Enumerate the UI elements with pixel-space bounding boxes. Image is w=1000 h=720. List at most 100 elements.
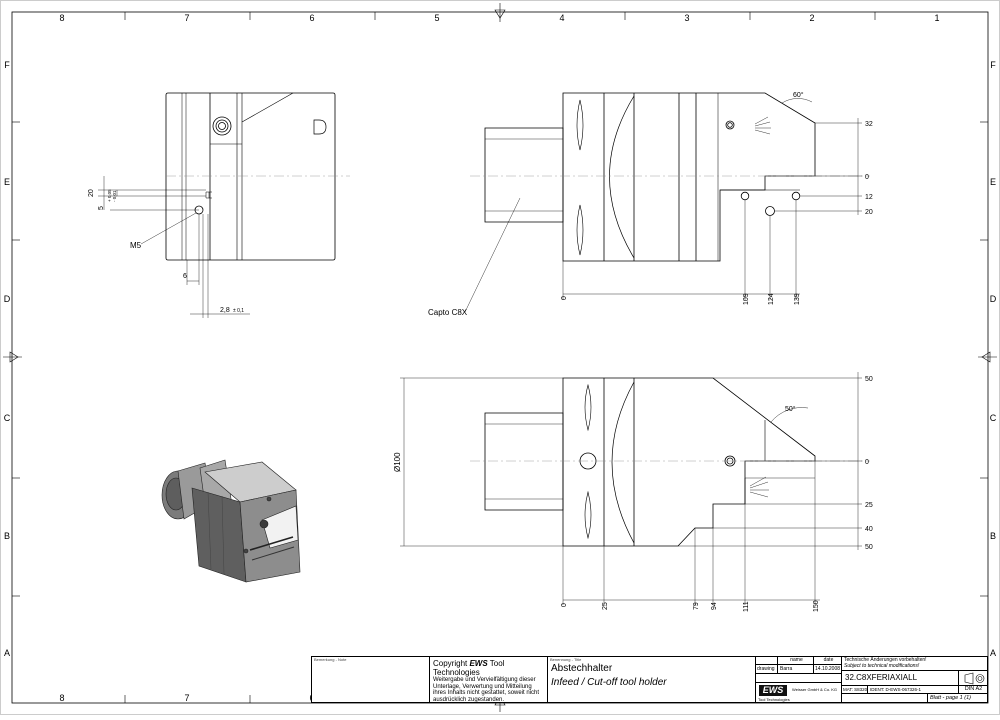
dim-right-12: 12 xyxy=(865,194,873,201)
empty-row xyxy=(756,674,842,683)
row-label: B xyxy=(4,531,10,541)
row-label: A xyxy=(4,648,10,658)
dim-bottom-25: 25 xyxy=(602,602,609,610)
row-label: F xyxy=(4,60,10,70)
col-label: 7 xyxy=(184,693,189,703)
tol-minus: - 0,01 xyxy=(112,190,117,202)
dim-right-32: 32 xyxy=(865,121,873,128)
title-english: Infeed / Cut-off tool holder xyxy=(551,677,667,688)
remark-label: Bemerkung - Note xyxy=(314,657,347,662)
callout-capto-c8x: Capto C8X xyxy=(428,308,468,317)
projection-symbol-field xyxy=(959,671,987,686)
projection-symbol-icon xyxy=(964,672,985,685)
thread-label-m5: M5 xyxy=(130,241,142,250)
tol-plus: + 0,05 xyxy=(107,189,112,202)
col-label: 1 xyxy=(934,13,939,23)
side-view-dim-labels: 20 5 + 0,05 - 0,01 M5 6 2,8 ± 0,1 D xyxy=(88,189,244,314)
dim-right-20: 20 xyxy=(865,209,873,216)
row-label: B xyxy=(990,531,996,541)
row-label: D xyxy=(4,294,11,304)
dim-bottom-0: 0 xyxy=(561,603,568,607)
dim-right-0: 0 xyxy=(865,174,869,181)
dim-bottom-94: 94 xyxy=(711,602,718,610)
title-field: Benennung - Title Abstechhalter Infeed /… xyxy=(548,657,756,702)
col-label: 5 xyxy=(434,13,439,23)
remark-field: Bemerkung - Note xyxy=(312,657,430,702)
drawn-name: Barra xyxy=(778,665,814,674)
row-label: F xyxy=(990,60,996,70)
material-field: MAT: S8320 xyxy=(842,686,868,694)
blank-field xyxy=(842,694,928,702)
col-label: 8 xyxy=(59,13,64,23)
dim-right-40: 40 xyxy=(865,526,873,533)
col-label: 3 xyxy=(684,13,689,23)
top-view xyxy=(470,92,870,262)
title-block: Bemerkung - Note Copyright EWS Tool Tech… xyxy=(311,656,988,703)
dim-bottom-150: 150 xyxy=(813,600,820,612)
dim-bottom-139: 139 xyxy=(794,293,801,305)
top-view-dims xyxy=(464,98,862,313)
company-name: Weisser GmbH & Co. KG xyxy=(792,687,838,692)
note-english: Subject to technical modifications! xyxy=(844,663,920,669)
note-field: Technische Änderungen vorbehalten! Subje… xyxy=(842,657,987,671)
logo-field: EWS Tool Technologies Weisser GmbH & Co.… xyxy=(756,683,842,702)
isometric-view xyxy=(161,459,301,583)
row-labels-right: F E D C B A xyxy=(990,60,997,658)
logo-sub: Tool Technologies xyxy=(758,697,790,702)
dim-2-8: 2,8 xyxy=(220,307,230,314)
angle-50: 50° xyxy=(785,405,796,413)
title-label: Benennung - Title xyxy=(550,657,582,662)
sheet-field: Blatt - page 1 (1) xyxy=(928,694,987,702)
size-field: DIN A2 xyxy=(959,686,987,694)
part-number: 32.C8XFERIAXIALL xyxy=(845,673,918,682)
dim-6: 6 xyxy=(183,273,187,280)
copyright-text: Weitergabe und Vervielfältigung dieser U… xyxy=(433,677,540,703)
dim-bottom-109: 109 xyxy=(743,293,750,305)
ews-logo: EWS xyxy=(759,685,787,696)
dim-2-8-tol: ± 0,1 xyxy=(233,308,244,314)
dim-right-0: 0 xyxy=(865,459,869,466)
col-label: 7 xyxy=(184,13,189,23)
front-view-dims xyxy=(400,372,862,605)
dim-20: 20 xyxy=(88,189,95,197)
drawn-label: drawing xyxy=(756,665,778,674)
dim-right-50-top: 50 xyxy=(865,376,873,383)
dim-bottom-111: 111 xyxy=(743,601,750,612)
row-label: E xyxy=(990,177,996,187)
dim-bottom-0: 0 xyxy=(561,296,568,300)
ident-field: IDENT: D-EWS-067326-1 xyxy=(868,686,959,694)
front-view xyxy=(470,377,870,547)
front-view-dim-labels: 50° Ø100 50 0 25 40 50 0 25 79 94 111 15… xyxy=(393,376,873,612)
dim-right-50-bottom: 50 xyxy=(865,544,873,551)
dim-bottom-79: 79 xyxy=(693,602,700,610)
row-label: E xyxy=(4,177,10,187)
row-label: C xyxy=(4,413,11,423)
note-german: Technische Änderungen vorbehalten! xyxy=(844,657,927,663)
row-label: D xyxy=(990,294,997,304)
copyright-field: Copyright EWS Tool Technologies Weiterga… xyxy=(430,657,548,703)
dim-right-25: 25 xyxy=(865,502,873,509)
dim-bottom-124: 124 xyxy=(768,293,775,305)
angle-60: 60° xyxy=(793,91,804,99)
top-view-dim-labels: 60° 32 0 12 20 0 109 124 139 Capto C8X xyxy=(428,91,873,317)
col-label: 4 xyxy=(559,13,564,23)
col-label: 8 xyxy=(59,693,64,703)
col-date: date xyxy=(814,657,842,665)
col-label: 6 xyxy=(309,13,314,23)
part-number-field: 32.C8XFERIAXIALL xyxy=(842,671,959,686)
dim-5: 5 xyxy=(98,206,105,210)
row-labels-left: F E D C B A xyxy=(4,60,11,658)
row-label: C xyxy=(990,413,997,423)
center-markers xyxy=(3,3,997,712)
frame-ticks xyxy=(12,12,988,703)
side-view xyxy=(165,92,350,261)
title-german: Abstechhalter xyxy=(551,663,613,674)
dim-diameter-100: Ø100 xyxy=(393,452,402,472)
col-label: 2 xyxy=(809,13,814,23)
header-blank xyxy=(756,657,778,665)
side-view-dims xyxy=(98,176,250,318)
column-labels-top: 8 7 6 5 4 3 2 1 xyxy=(59,13,939,23)
